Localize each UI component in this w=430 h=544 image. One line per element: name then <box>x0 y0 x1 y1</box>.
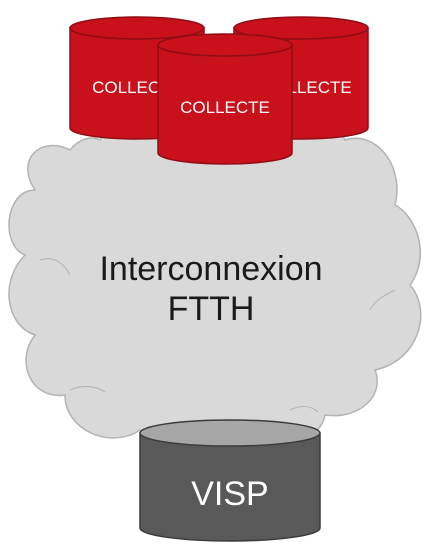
ftth-cloud: Interconnexion FTTH <box>8 116 422 450</box>
collecte-cylinder-center: COLLECTE <box>157 33 293 165</box>
visp-cylinder: VISP <box>139 419 321 542</box>
visp-label: VISP <box>191 475 268 513</box>
cloud-label-line1: Interconnexion <box>99 250 322 288</box>
collecte-center-label: COLLECTE <box>180 98 270 117</box>
cloud-label-line2: FTTH <box>168 290 255 328</box>
